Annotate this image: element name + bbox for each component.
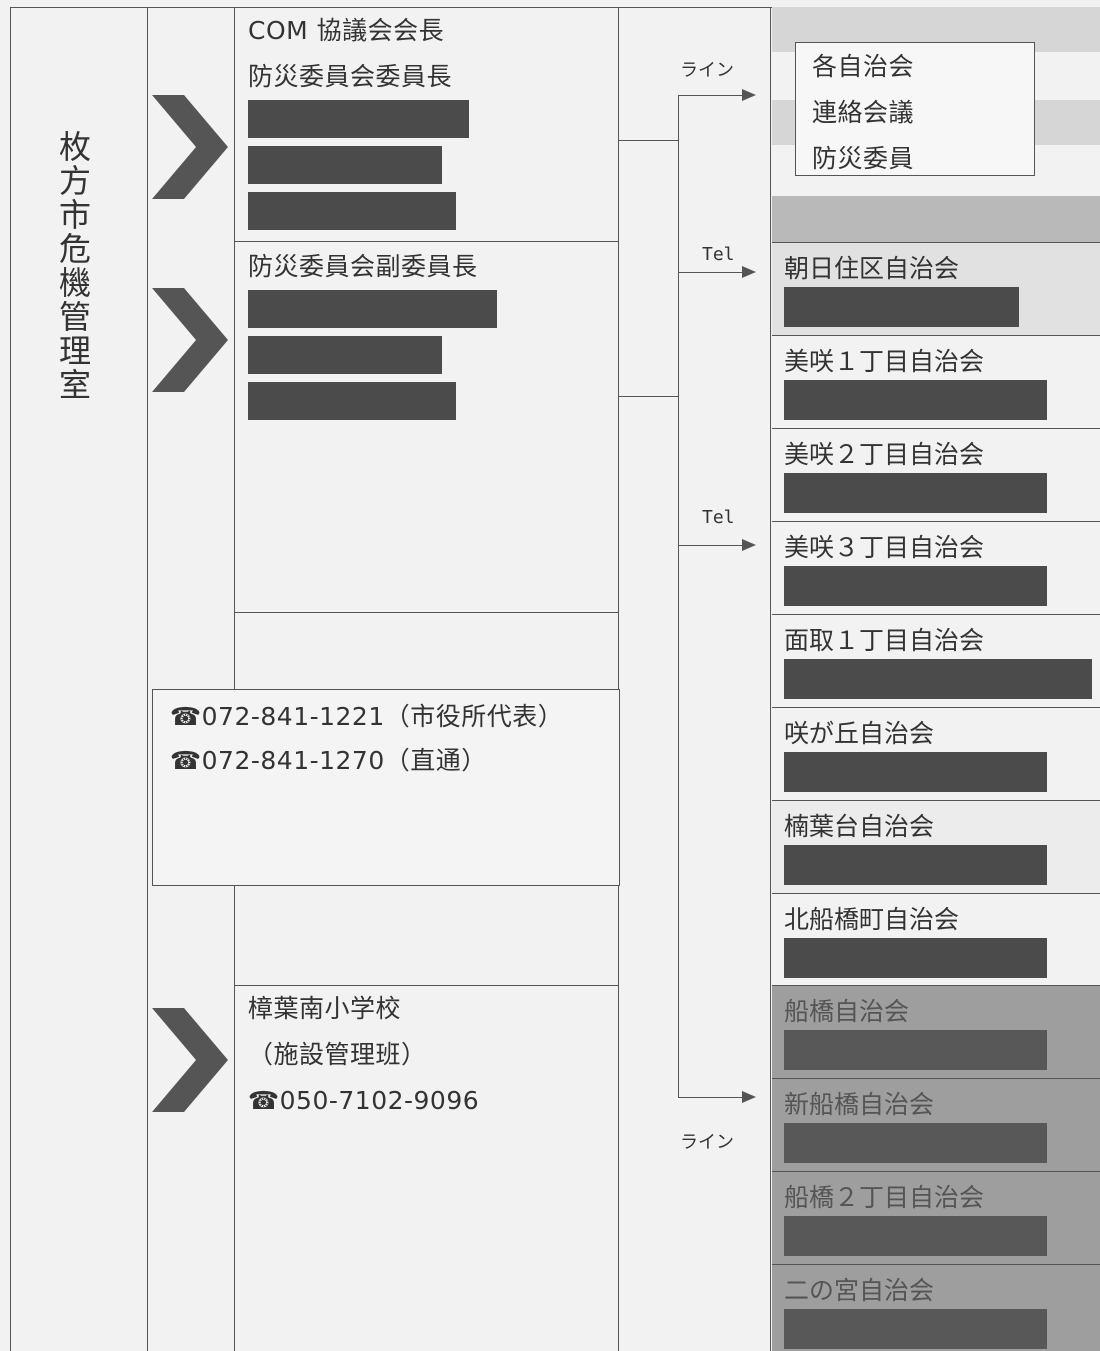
crisis-management-office-title: 枚方市危機管理室 [54, 130, 92, 402]
redacted-name [784, 380, 1047, 420]
association-cell: 二の宮自治会 [772, 1264, 1100, 1351]
association-name: 楠葉台自治会 [784, 812, 935, 841]
association-cell: 美咲２丁目自治会 [772, 428, 1100, 521]
association-cell: 北船橋町自治会 [772, 893, 1100, 985]
association-cell: 面取１丁目自治会 [772, 614, 1100, 707]
right-band-dark [772, 196, 1100, 242]
association-name: 船橋自治会 [784, 997, 910, 1026]
association-cell: 朝日住区自治会 [772, 242, 1100, 335]
tel-label-1: Tel [702, 244, 735, 265]
association-cell: 咲が丘自治会 [772, 707, 1100, 800]
line-label-bottom: ライン [680, 1132, 734, 1153]
frame-col2 [234, 7, 235, 1351]
association-name: 朝日住区自治会 [784, 254, 960, 283]
line-label-top: ライン [680, 60, 734, 81]
redacted-name [784, 845, 1047, 885]
redacted-name [784, 659, 1092, 699]
arrow-right-icon [742, 1091, 756, 1103]
school-facility-team: （施設管理班） [248, 1040, 427, 1069]
association-cell: 船橋自治会 [772, 985, 1100, 1078]
phone-direct: ☎072-841-1270（直通） [170, 746, 487, 775]
chevron-right-icon [152, 95, 228, 199]
redacted-name [248, 100, 469, 138]
association-name: 船橋２丁目自治会 [784, 1183, 985, 1212]
redacted-name [784, 1123, 1047, 1163]
divider [234, 241, 618, 242]
liaison-box [795, 42, 1035, 176]
redacted-name [248, 336, 442, 374]
disaster-committee-vice-chair-label: 防災委員会副委員長 [248, 252, 478, 281]
association-cell: 楠葉台自治会 [772, 800, 1100, 893]
arrow-right-icon [742, 89, 756, 101]
chevron-right-icon [152, 288, 228, 392]
arrow-line [678, 272, 742, 273]
arrow-right-icon [742, 266, 756, 278]
redacted-name [784, 1216, 1047, 1256]
frame-col1 [147, 7, 148, 1351]
association-name: 面取１丁目自治会 [784, 626, 985, 655]
arrow-line [678, 95, 742, 96]
redacted-name [248, 192, 456, 230]
arrow-right-icon [742, 539, 756, 551]
redacted-name [248, 290, 497, 328]
redacted-name [784, 752, 1047, 792]
com-council-chair-label: COM 協議会会長 [248, 16, 445, 45]
frame-left [10, 7, 11, 1351]
top-border [10, 7, 1100, 8]
frame-col3 [618, 7, 619, 1351]
chevron-right-icon [152, 1008, 228, 1112]
arrow-line [678, 1097, 742, 1098]
redacted-name [248, 382, 456, 420]
school-name: 樟葉南小学校 [248, 994, 402, 1023]
association-name: 美咲２丁目自治会 [784, 440, 985, 469]
connector [618, 140, 678, 141]
association-name: 咲が丘自治会 [784, 719, 935, 748]
redacted-name [784, 1309, 1047, 1349]
association-name: 新船橋自治会 [784, 1090, 935, 1119]
liaison-line: 防災委員 [812, 144, 915, 173]
redacted-name [784, 566, 1047, 606]
disaster-committee-chair-label: 防災委員会委員長 [248, 62, 453, 91]
redacted-name [784, 287, 1019, 327]
association-cell: 美咲１丁目自治会 [772, 335, 1100, 428]
association-name: 二の宮自治会 [784, 1276, 935, 1305]
trunk-line [678, 95, 679, 1098]
divider [234, 612, 618, 613]
association-cell: 美咲３丁目自治会 [772, 521, 1100, 614]
liaison-line: 連絡会議 [812, 98, 915, 127]
liaison-line: 各自治会 [812, 52, 915, 81]
redacted-name [248, 146, 442, 184]
frame-col4 [770, 7, 771, 1351]
connector [618, 396, 678, 397]
redacted-name [784, 473, 1047, 513]
redacted-name [784, 938, 1047, 978]
arrow-line [678, 545, 742, 546]
association-name: 美咲３丁目自治会 [784, 533, 985, 562]
phone-city-hall: ☎072-841-1221（市役所代表） [170, 702, 564, 731]
association-name: 美咲１丁目自治会 [784, 347, 985, 376]
association-cell: 船橋２丁目自治会 [772, 1171, 1100, 1264]
divider [234, 985, 618, 986]
association-name: 北船橋町自治会 [784, 905, 960, 934]
school-phone: ☎050-7102-9096 [248, 1086, 480, 1115]
association-cell: 新船橋自治会 [772, 1078, 1100, 1171]
redacted-name [784, 1030, 1047, 1070]
phone-box [152, 689, 620, 886]
tel-label-2: Tel [702, 507, 735, 528]
